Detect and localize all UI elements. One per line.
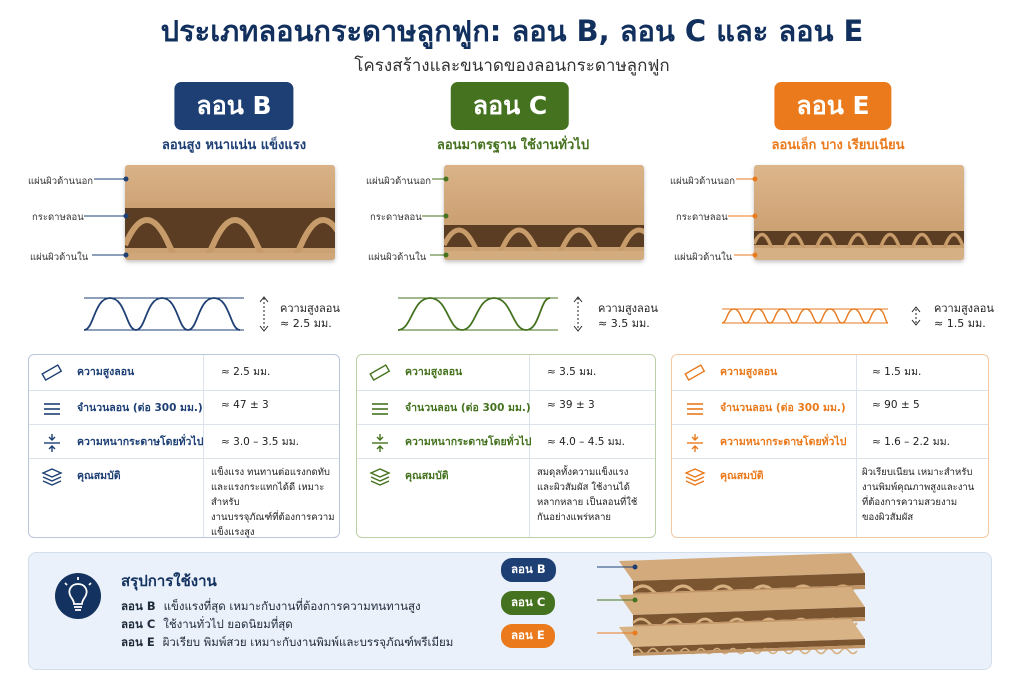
outer-liner-label: แผ่นผิวด้านนอก: [366, 176, 432, 187]
thickness-arrows-icon: [44, 434, 60, 452]
spec-row-count: จำนวนลอน (ต่อ 300 มม.) ≈ 39 ± 3: [357, 391, 655, 425]
flute-e-profile-wave: [722, 306, 921, 326]
ruler-icon: [369, 364, 391, 382]
inner-liner-label: แผ่นผิวด้านใน: [368, 252, 427, 263]
height-value: ≈ 2.5 มม.: [280, 317, 332, 330]
flute-medium-label: กระดาษลอน: [370, 212, 422, 223]
spec-row-properties: คุณสมบัติ แข็งแรง ทนทานต่อแรงกดทับและแรง…: [29, 459, 339, 539]
flute-b-badge: ลอน B: [174, 82, 294, 130]
spec-row-count: จำนวนลอน (ต่อ 300 มม.) ≈ 47 ± 3: [29, 391, 339, 425]
layers-lines-icon: [372, 403, 388, 415]
stack-icon: [41, 468, 63, 486]
layers-lines-icon: [44, 403, 60, 415]
flute-e-spec-card: ความสูงลอน ≈ 1.5 มม. จำนวนลอน (ต่อ 300 ม…: [671, 354, 989, 538]
flute-e-leader-lines: [728, 176, 758, 258]
corrugated-stack-illustration: [597, 553, 865, 656]
stack-label-e: ลอน E: [501, 624, 555, 648]
flute-e-cross-section-image: [754, 165, 964, 260]
thickness-arrows-icon: [687, 434, 703, 452]
spec-row-thickness: ความหนากระดาษโดยทั่วไป ≈ 1.6 – 2.2 มม.: [672, 425, 988, 459]
spec-row-thickness: ความหนากระดาษโดยทั่วไป ≈ 4.0 – 4.5 มม.: [357, 425, 655, 459]
flute-b-spec-card: ความสูงลอน ≈ 2.5 มม. จำนวนลอน (ต่อ 300 ม…: [28, 354, 340, 538]
stack-label-c: ลอน C: [501, 591, 556, 615]
page-title: ประเภทลอนกระดาษลูกฟูก: ลอน B, ลอน C และ …: [160, 14, 864, 48]
flute-c-spec-card: ความสูงลอน ≈ 3.5 มม. จำนวนลอน (ต่อ 300 ม…: [356, 354, 656, 538]
spec-row-height: ความสูงลอน ≈ 2.5 มม.: [29, 355, 339, 391]
spec-row-thickness: ความหนากระดาษโดยทั่วไป ≈ 3.0 – 3.5 มม.: [29, 425, 339, 459]
flute-c-profile-wave: [398, 296, 583, 332]
ruler-icon: [684, 364, 706, 382]
height-value: ≈ 3.5 มม.: [598, 317, 650, 330]
flute-c-badge: ลอน C: [450, 82, 570, 130]
summary-heading: สรุปการใช้งาน: [121, 572, 217, 590]
flute-c-height-annotation: ความสูงลอน ≈ 3.5 มม.: [598, 301, 658, 331]
flute-b-leader-lines: [84, 176, 129, 258]
spec-row-count: จำนวนลอน (ต่อ 300 มม.) ≈ 90 ± 5: [672, 391, 988, 425]
height-label: ความสูงลอน: [280, 302, 340, 315]
height-value: ≈ 1.5 มม.: [934, 317, 986, 330]
flute-c-tagline: ลอนมาตรฐาน ใช้งานทั่วไป: [436, 138, 590, 153]
spec-row-properties: คุณสมบัติ ผิวเรียบเนียน เหมาะสำหรับงานพิ…: [672, 459, 988, 539]
flute-medium-label: กระดาษลอน: [32, 212, 84, 223]
flute-c-leader-lines: [422, 176, 449, 258]
height-label: ความสูงลอน: [934, 302, 994, 315]
spec-row-properties: คุณสมบัติ สมดุลทั้งความแข็งแรงและผิวสัมผ…: [357, 459, 655, 539]
layers-lines-icon: [687, 403, 703, 415]
inner-liner-label: แผ่นผิวด้านใน: [30, 252, 89, 263]
page-subtitle: โครงสร้างและขนาดของลอนกระดาษลูกฟูก: [354, 56, 670, 76]
flute-e-badge: ลอน E: [774, 82, 892, 130]
flute-b-cross-section-image: [125, 165, 335, 260]
height-label: ความสูงลอน: [598, 302, 658, 315]
flute-e-tagline: ลอนเล็ก บาง เรียบเนียน: [771, 138, 905, 153]
flute-b-height-annotation: ความสูงลอน ≈ 2.5 มม.: [280, 301, 340, 331]
column-flute-c: ลอน C ลอนมาตรฐาน ใช้งานทั่วไป แผ่นผิวด้า…: [346, 82, 676, 542]
lightbulb-icon: [55, 573, 101, 619]
flute-b-profile-wave: [84, 296, 269, 332]
column-flute-b: ลอน B ลอนสูง หนาแน่น แข็งแรง แผ่นผิวด้าน…: [18, 82, 348, 542]
outer-liner-label: แผ่นผิวด้านนอก: [28, 176, 94, 187]
spec-row-height: ความสูงลอน ≈ 3.5 มม.: [357, 355, 655, 391]
stack-label-b: ลอน B: [501, 558, 556, 582]
flute-c-cross-section-image: [444, 165, 644, 260]
flute-e-height-annotation: ความสูงลอน ≈ 1.5 มม.: [934, 301, 994, 331]
flute-medium-label: กระดาษลอน: [676, 212, 728, 223]
flute-b-tagline: ลอนสูง หนาแน่น แข็งแรง: [161, 138, 307, 153]
stack-icon: [684, 468, 706, 486]
thickness-arrows-icon: [372, 434, 388, 452]
spec-row-height: ความสูงลอน ≈ 1.5 มม.: [672, 355, 988, 391]
inner-liner-label: แผ่นผิวด้านใน: [674, 252, 733, 263]
ruler-icon: [41, 364, 63, 382]
stack-icon: [369, 468, 391, 486]
outer-liner-label: แผ่นผิวด้านนอก: [670, 176, 736, 187]
column-flute-e: ลอน E ลอนเล็ก บาง เรียบเนียน แผ่นผิวด้าน…: [666, 82, 996, 542]
